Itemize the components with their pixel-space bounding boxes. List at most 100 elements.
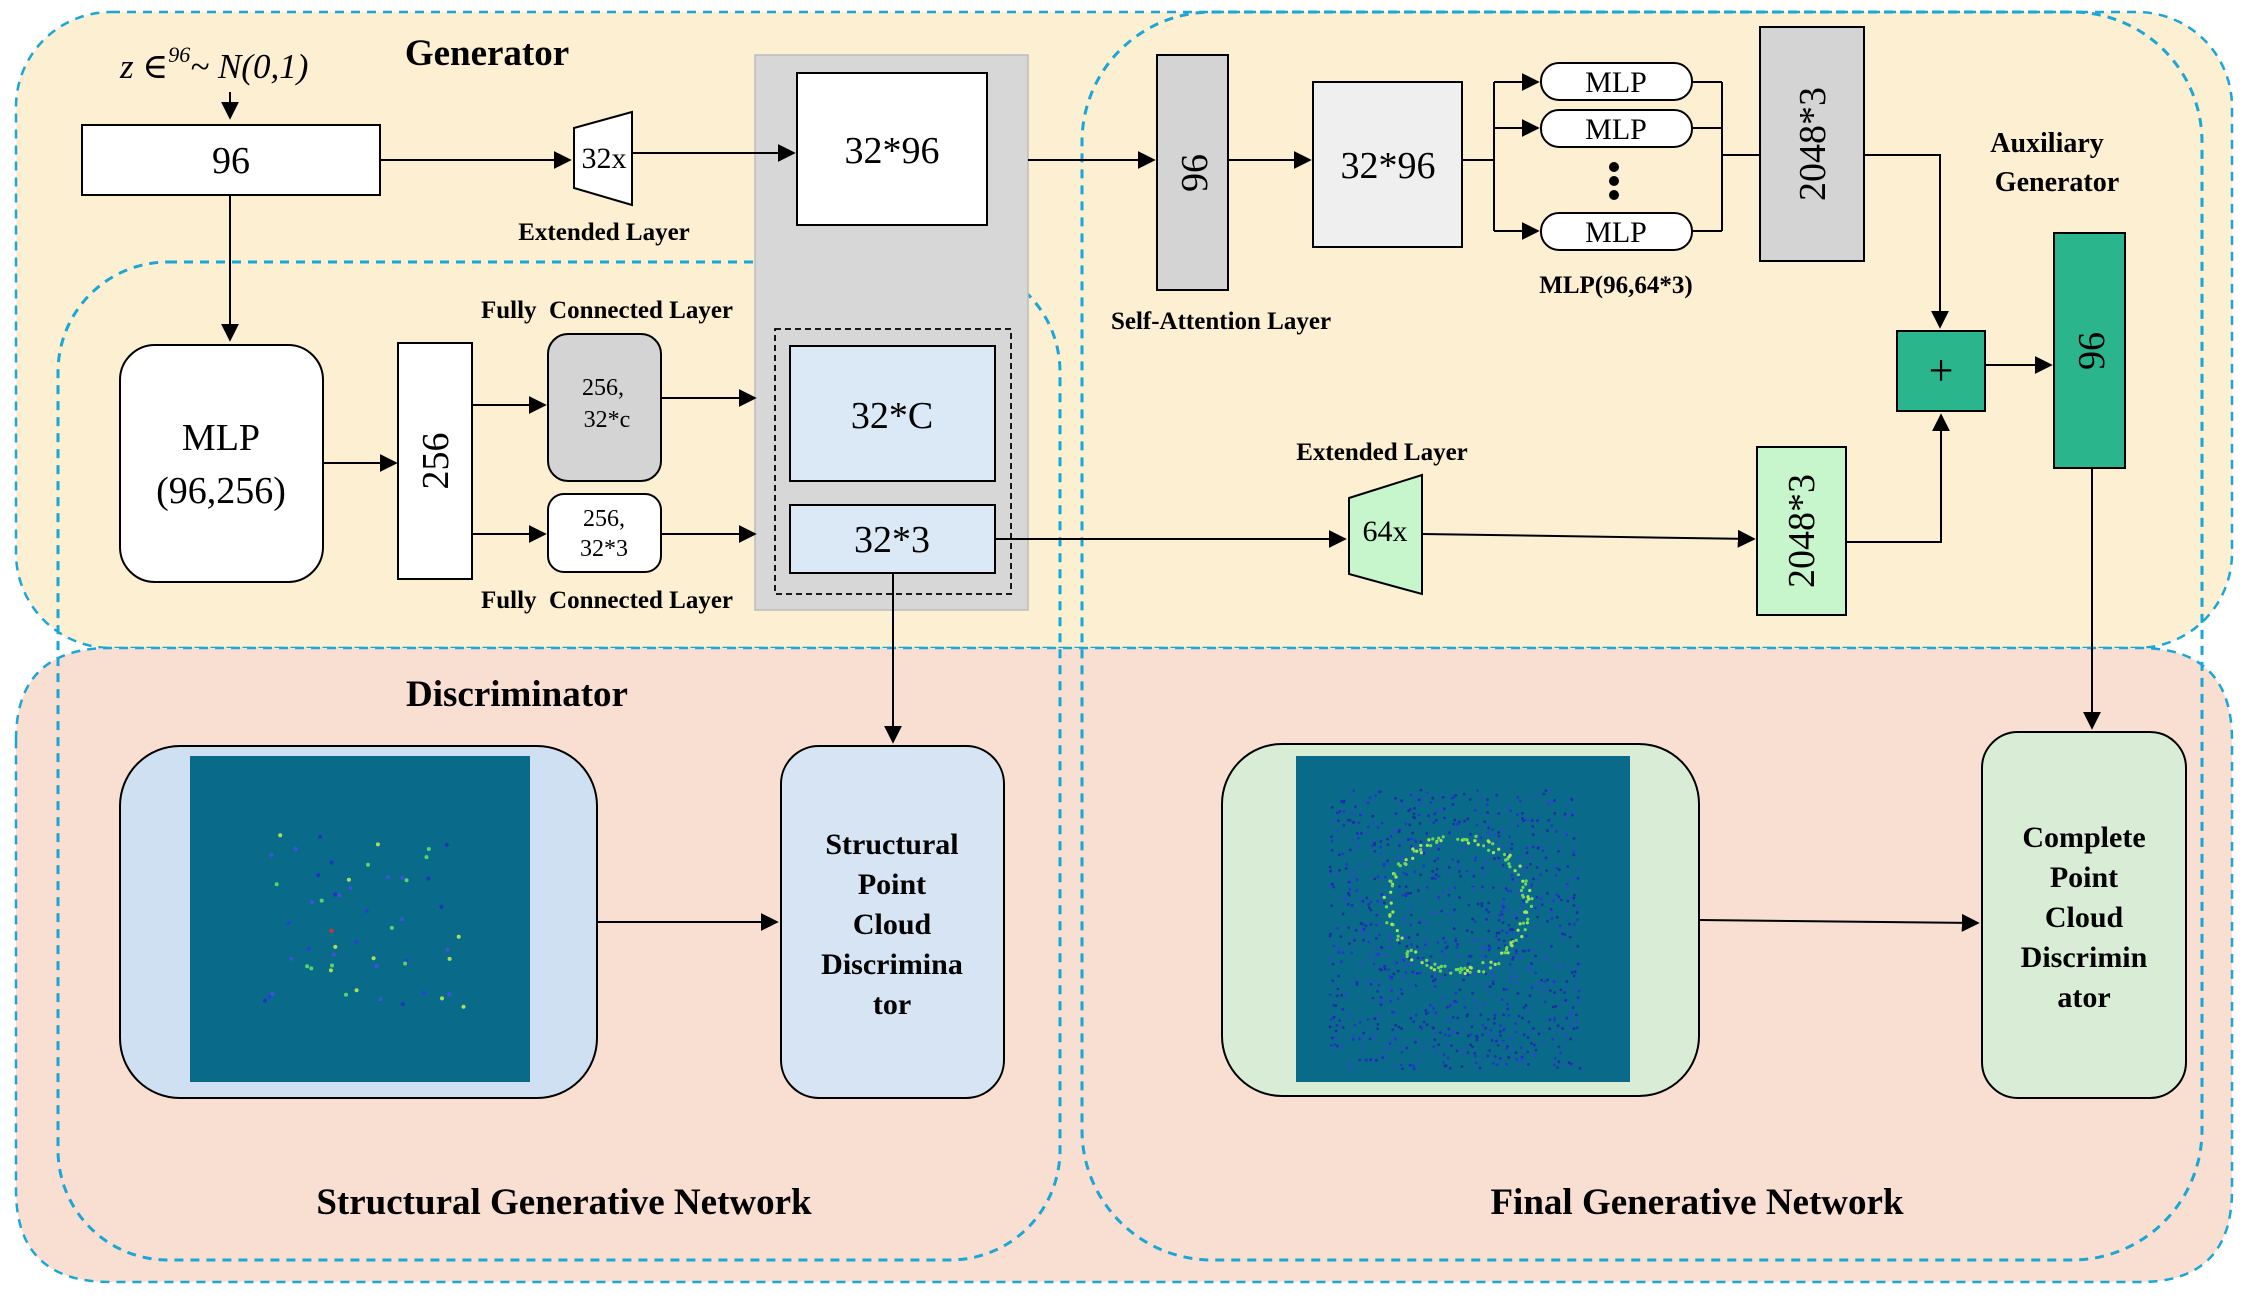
fc-box-c-line1: 256, <box>582 375 624 401</box>
point-cloud-dot <box>1430 961 1434 965</box>
point-cloud-dot <box>337 893 342 898</box>
point-cloud-dot <box>1491 973 1494 976</box>
point-cloud-dot <box>1379 945 1383 949</box>
point-cloud-dot <box>1412 815 1415 819</box>
point-cloud-dot <box>1507 923 1511 927</box>
point-cloud-dot <box>1524 882 1528 886</box>
point-cloud-dot <box>1495 1063 1499 1066</box>
point-cloud-dot <box>1329 1018 1333 1021</box>
point-cloud-dot <box>1543 980 1547 983</box>
point-cloud-dot <box>385 875 390 879</box>
point-cloud-dot <box>1550 917 1554 920</box>
point-cloud-dot <box>1348 884 1352 888</box>
fc-box-c <box>547 333 662 482</box>
point-cloud-dot <box>1328 934 1332 938</box>
point-cloud-dot <box>1450 1044 1453 1047</box>
point-cloud-dot <box>1415 972 1419 975</box>
point-cloud-dot <box>1484 860 1488 863</box>
point-cloud-dot <box>1417 798 1421 802</box>
point-cloud-dot <box>1441 809 1444 813</box>
point-cloud-dot <box>1338 868 1341 872</box>
point-cloud-dot <box>1516 928 1520 932</box>
point-cloud-dot <box>1410 958 1414 962</box>
feature-box <box>1312 81 1463 248</box>
point-cloud-dot <box>1393 1013 1397 1017</box>
point-cloud-dot <box>267 995 272 999</box>
point-cloud-dot <box>1358 1021 1362 1024</box>
point-cloud-dot <box>1396 938 1400 942</box>
point-cloud-dot <box>1545 892 1549 895</box>
point-cloud-dot <box>1339 935 1343 938</box>
point-cloud-dot <box>1497 812 1501 815</box>
point-cloud-dot <box>1341 951 1345 955</box>
point-cloud-dot <box>1515 975 1519 978</box>
point-cloud-dot <box>1577 965 1580 969</box>
point-cloud-dot <box>1373 799 1377 803</box>
point-cloud-dot <box>1429 955 1433 958</box>
point-cloud-dot <box>1538 927 1542 931</box>
final-pointcloud-image <box>1296 756 1630 1082</box>
point-cloud-dot <box>1401 1067 1404 1070</box>
point-cloud-dot <box>1424 1009 1428 1012</box>
point-cloud-dot <box>1560 791 1564 795</box>
point-cloud-dot <box>1344 867 1348 870</box>
point-cloud-dot <box>1384 875 1387 879</box>
point-cloud-dot <box>1414 950 1418 954</box>
plus-label: + <box>1929 346 1954 395</box>
point-cloud-dot <box>1376 875 1380 879</box>
point-cloud-dot <box>1338 926 1341 930</box>
point-cloud-dot <box>1352 937 1355 940</box>
point-cloud-dot <box>1418 822 1422 825</box>
point-cloud-dot <box>1553 799 1556 802</box>
point-cloud-dot <box>1533 829 1537 832</box>
point-cloud-dot <box>1559 901 1563 904</box>
point-cloud-dot <box>1572 974 1576 978</box>
point-cloud-dot <box>1425 939 1428 943</box>
point-cloud-dot <box>1471 886 1475 890</box>
point-cloud-dot <box>1487 901 1490 905</box>
point-cloud-dot <box>1334 1029 1338 1033</box>
point-cloud-dot <box>1516 824 1520 828</box>
point-cloud-dot <box>1491 851 1496 855</box>
point-cloud-dot <box>1413 846 1417 850</box>
arrow-extended-bottom-to-output <box>1421 529 1756 548</box>
point-cloud-dot <box>1384 953 1387 957</box>
point-cloud-dot <box>1526 968 1530 972</box>
point-cloud-dot <box>1357 1037 1361 1041</box>
point-cloud-dot <box>1463 971 1467 976</box>
point-cloud-dot <box>1412 1020 1416 1023</box>
point-cloud-dot <box>1553 1057 1557 1060</box>
point-cloud-dot <box>1451 792 1454 796</box>
point-cloud-dot <box>1413 1067 1417 1071</box>
point-cloud-dot <box>1551 951 1555 954</box>
point-cloud-dot <box>1485 964 1489 968</box>
point-cloud-dot <box>1473 1015 1476 1019</box>
point-cloud-dot <box>1420 1027 1424 1030</box>
point-cloud-dot <box>1536 794 1540 798</box>
point-cloud-dot <box>1342 897 1346 900</box>
point-cloud-dot <box>1539 873 1542 876</box>
point-cloud-dot <box>1489 1028 1493 1032</box>
point-cloud-dot <box>1429 912 1432 916</box>
point-cloud-dot <box>1475 1038 1479 1042</box>
point-cloud-dot <box>1433 1057 1437 1061</box>
point-cloud-dot <box>1384 1000 1388 1004</box>
point-cloud-dot <box>1435 800 1439 803</box>
point-cloud-dot <box>1576 918 1579 922</box>
self-attention-label: Self-Attention Layer <box>1111 308 1331 335</box>
point-cloud-dot <box>1420 947 1423 951</box>
point-cloud-dot <box>1367 933 1370 936</box>
noise-input-label: z ∈96~ N(0,1) <box>119 42 308 86</box>
point-cloud-dot <box>1408 1063 1412 1067</box>
point-cloud-dot <box>1523 852 1527 856</box>
point-cloud-dot <box>1384 905 1389 909</box>
point-cloud-dot <box>1527 791 1531 795</box>
point-cloud-dot <box>1419 851 1423 855</box>
point-cloud-dot <box>1405 954 1409 959</box>
point-cloud-dot <box>1431 989 1434 992</box>
point-cloud-dot <box>1432 1006 1435 1010</box>
point-cloud-dot <box>1569 1018 1573 1022</box>
point-cloud-dot <box>1386 843 1390 847</box>
point-cloud-dot <box>1405 944 1409 948</box>
point-cloud-dot <box>1339 800 1343 803</box>
